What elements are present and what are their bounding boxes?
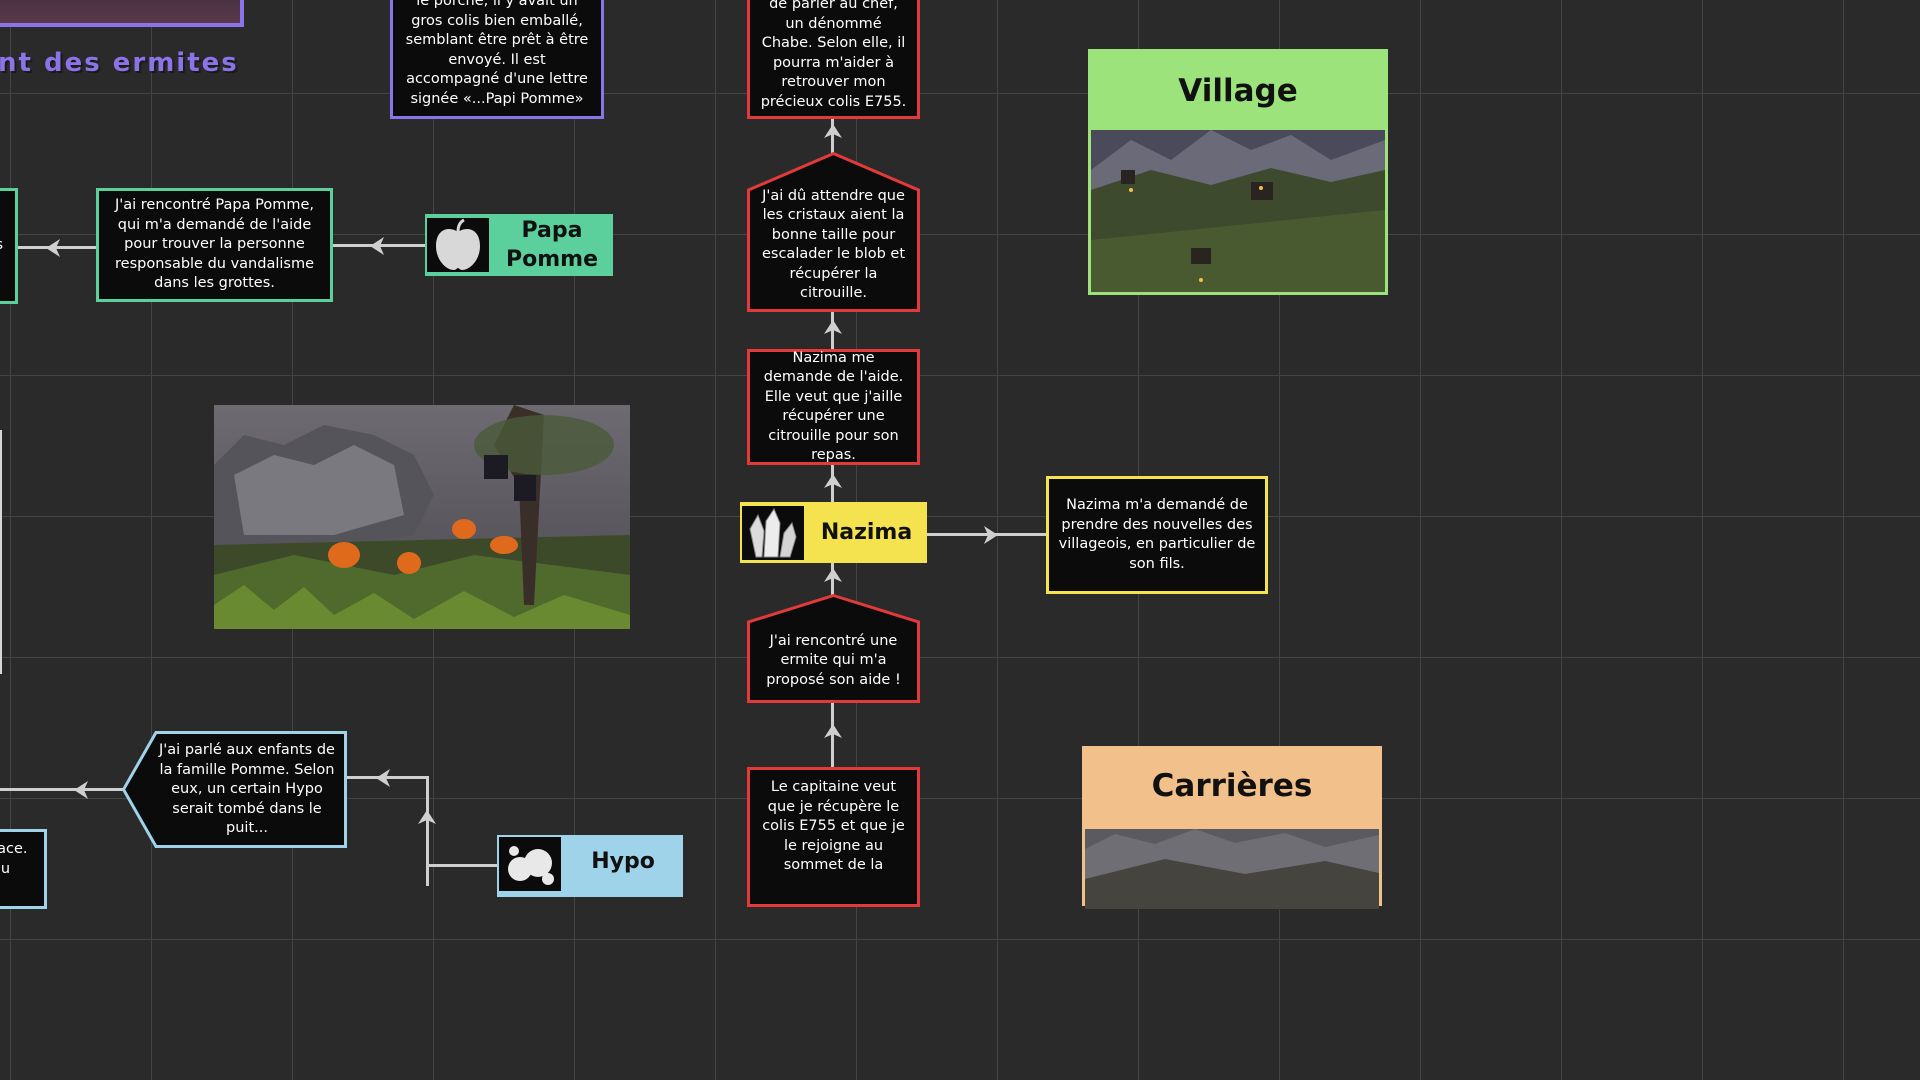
apple-icon [436, 218, 480, 270]
blob-icon [508, 846, 554, 885]
papa-pomme-note[interactable]: J'ai rencontré Papa Pomme, qui m'a deman… [96, 188, 333, 302]
carrieres-image [1085, 829, 1379, 909]
arrow-shape [122, 731, 347, 848]
chabe-note[interactable]: de parler au chef, un dénommé Chabe. Sel… [747, 0, 920, 119]
region-title: nt des ermites [0, 48, 239, 78]
nazima-character[interactable]: Nazima [740, 502, 927, 563]
hexagon-shape [747, 594, 920, 703]
blob-icon-frame [499, 837, 561, 891]
children-note-text: J'ai parlé aux enfants de la famille Pom… [159, 742, 335, 837]
left-cut-text-1: s [0, 236, 3, 256]
left-cut-note-blue[interactable]: face. au [0, 829, 47, 909]
crystals-note[interactable]: J'ai dû attendre que les cristaux aient … [747, 152, 920, 312]
carrieres-title: Carrières [1151, 768, 1313, 804]
crystal-icon-frame [742, 505, 804, 560]
nazima-news-note[interactable]: Nazima m'a demandé de prendre des nouvel… [1046, 476, 1268, 594]
apple-icon-frame [427, 218, 489, 272]
nazima-news-text: Nazima m'a demandé de prendre des nouvel… [1058, 497, 1256, 572]
nazima-request-text: Nazima me demande de l'aide. Elle veut q… [763, 349, 904, 464]
pumpkin-cave-image [214, 405, 630, 629]
papa-pomme-note-text: J'ai rencontré Papa Pomme, qui m'a deman… [115, 197, 314, 292]
purple-image-frame [0, 0, 244, 27]
hermit-meet-note[interactable]: J'ai rencontré une ermite qui m'a propos… [747, 594, 920, 703]
left-cut-note-green[interactable]: s [0, 188, 18, 304]
village-location[interactable]: Village [1088, 49, 1388, 295]
nazima-request[interactable]: Nazima me demande de l'aide. Elle veut q… [747, 349, 920, 465]
children-note[interactable]: J'ai parlé aux enfants de la famille Pom… [122, 731, 347, 848]
hermit-meet-text: J'ai rencontré une ermite qui m'a propos… [766, 632, 901, 688]
village-image [1091, 130, 1385, 292]
crystal-icon [749, 507, 797, 557]
nazima-name: Nazima [820, 520, 913, 545]
papa-pomme-character[interactable]: Papa Pomme [425, 214, 613, 276]
hypo-character[interactable]: Hypo [497, 835, 683, 897]
captain-note-text: Le capitaine veut que je récupère le col… [762, 779, 905, 873]
left-edge-frame [0, 430, 2, 674]
crystals-note-text: J'ai dû attendre que les cristaux aient … [761, 187, 906, 302]
chabe-note-text: de parler au chef, un dénommé Chabe. Sel… [760, 0, 907, 110]
colis-note-text: le porche, il y avait un gros colis bien… [405, 0, 589, 107]
hexagon-shape [747, 152, 920, 312]
carrieres-location[interactable]: Carrières [1082, 746, 1382, 909]
captain-note[interactable]: Le capitaine veut que je récupère le col… [747, 767, 920, 907]
village-title: Village [1178, 73, 1298, 109]
papa-pomme-name: Papa Pomme [505, 218, 598, 272]
left-cut-text-2: face. au [0, 841, 28, 877]
hypo-name: Hypo [591, 849, 655, 874]
colis-note[interactable]: le porche, il y avait un gros colis bien… [390, 0, 604, 119]
